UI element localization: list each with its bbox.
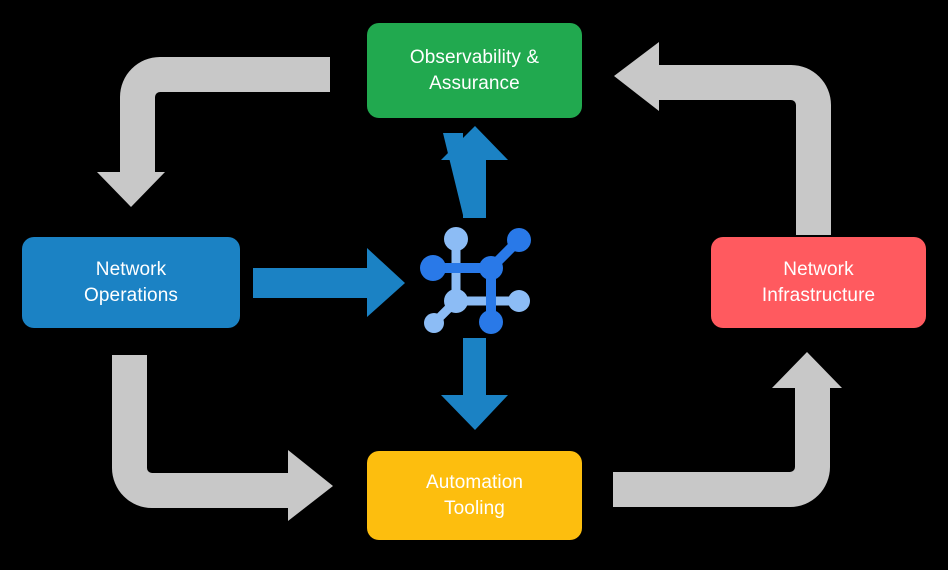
node-network-operations[interactable]: Network Operations — [22, 237, 240, 328]
node-label-network-infrastructure: Network Infrastructure — [761, 259, 876, 306]
connector-infrastructure-to-observability — [614, 42, 831, 235]
node-observability-assurance[interactable]: Observability & Assurance — [367, 23, 582, 118]
node-label-automation-tooling: Automation Tooling — [425, 472, 524, 519]
connector-operations-to-automation — [112, 355, 333, 521]
network-topology-icon — [420, 227, 531, 334]
connector-automation-to-infrastructure — [613, 352, 842, 507]
connector-center-to-observability — [443, 128, 474, 215]
node-network-infrastructure[interactable]: Network Infrastructure — [711, 237, 926, 328]
connector-operations-to-center — [253, 248, 405, 317]
node-label-observability-assurance: Observability & Assurance — [409, 47, 540, 94]
connector-observability-to-operations — [97, 57, 330, 207]
node-automation-tooling[interactable]: Automation Tooling — [367, 451, 582, 540]
connector-center-to-automation — [441, 338, 508, 430]
node-label-network-operations: Network Operations — [84, 259, 178, 306]
connector-center-to-observability-shaft — [441, 126, 508, 218]
